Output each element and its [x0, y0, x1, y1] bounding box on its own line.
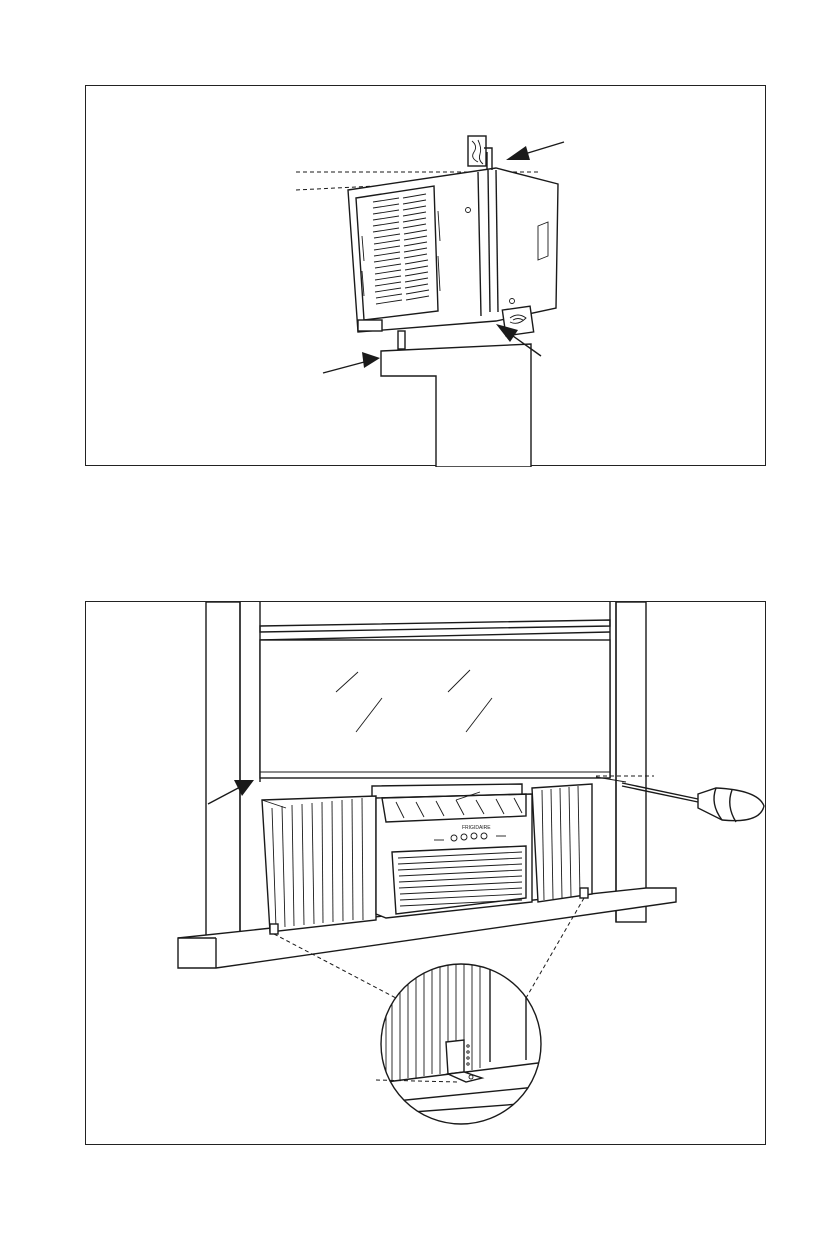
brand-label: FRIGIDAIRE [462, 825, 491, 831]
figure-2-illustration: FRIGIDAIRE [86, 602, 767, 1146]
figure-1-frame [85, 85, 766, 466]
right-side-panel [532, 784, 592, 902]
window-sill [381, 344, 531, 467]
arrow-icon [506, 142, 564, 160]
arrow-icon [323, 352, 380, 373]
magnifier-detail-icon [376, 964, 546, 1124]
figure-2-frame: FRIGIDAIRE [85, 601, 766, 1145]
air-conditioner-unit: FRIGIDAIRE [376, 794, 532, 918]
figure-1-illustration [86, 86, 767, 467]
support-leg [398, 331, 405, 349]
bottom-bracket [358, 320, 382, 331]
bracket-icon [270, 924, 278, 934]
wood-block-icon [468, 136, 492, 170]
left-side-panel [262, 796, 376, 932]
bracket-icon [580, 888, 588, 898]
